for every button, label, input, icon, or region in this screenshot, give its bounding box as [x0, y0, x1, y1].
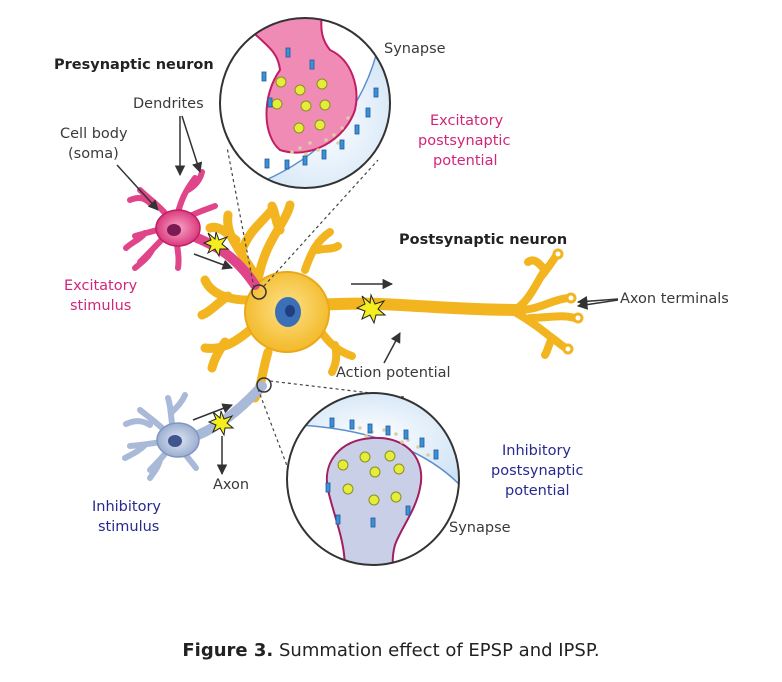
- excitatory-stimulus-label-line2: stimulus: [70, 298, 132, 314]
- inhibitory-presynaptic-neuron: [122, 377, 272, 481]
- dendrites-label: Dendrites: [133, 96, 204, 112]
- ipsp-label-line3: potential: [505, 483, 570, 499]
- caption-number: Figure 3.: [182, 640, 274, 661]
- inhibitory-synapse-zoom: [286, 392, 460, 566]
- inhibitory-stimulus-label-line2: stimulus: [98, 519, 160, 535]
- postsynaptic-neuron: [197, 200, 584, 403]
- synapse-bottom-label: Synapse: [449, 520, 511, 536]
- postsynaptic-neuron-label: Postsynaptic neuron: [399, 232, 568, 248]
- ipsp-label-line2: postsynaptic: [491, 463, 584, 479]
- action-potential-label: Action potential: [336, 365, 451, 381]
- axon-terminals-label: Axon terminals: [620, 291, 729, 307]
- cell-body-label-line2: (soma): [68, 146, 119, 162]
- spark-inhibitory: [207, 410, 235, 437]
- excitatory-synapse-zoom: [219, 17, 391, 189]
- cell-body-label-line1: Cell body: [60, 126, 128, 142]
- spark-excitatory: [202, 231, 230, 258]
- spark-action-potential: [355, 293, 387, 325]
- arrows: [116, 115, 619, 476]
- figure-caption: Figure 3. Summation effect of EPSP and I…: [0, 640, 782, 661]
- epsp-label-line1: Excitatory: [430, 113, 504, 129]
- axon-label: Axon: [213, 477, 250, 493]
- ipsp-label-line1: Inhibitory: [502, 443, 572, 459]
- presynaptic-neuron-label: Presynaptic neuron: [54, 57, 214, 73]
- epsp-label-line3: potential: [433, 153, 498, 169]
- inhibitory-stimulus-label-line1: Inhibitory: [92, 499, 162, 515]
- epsp-label-line2: postsynaptic: [418, 133, 511, 149]
- caption-text: Summation effect of EPSP and IPSP.: [279, 640, 600, 661]
- excitatory-stimulus-label-line1: Excitatory: [64, 278, 138, 294]
- excitatory-presynaptic-neuron: [123, 169, 267, 300]
- synapse-top-label: Synapse: [384, 41, 446, 57]
